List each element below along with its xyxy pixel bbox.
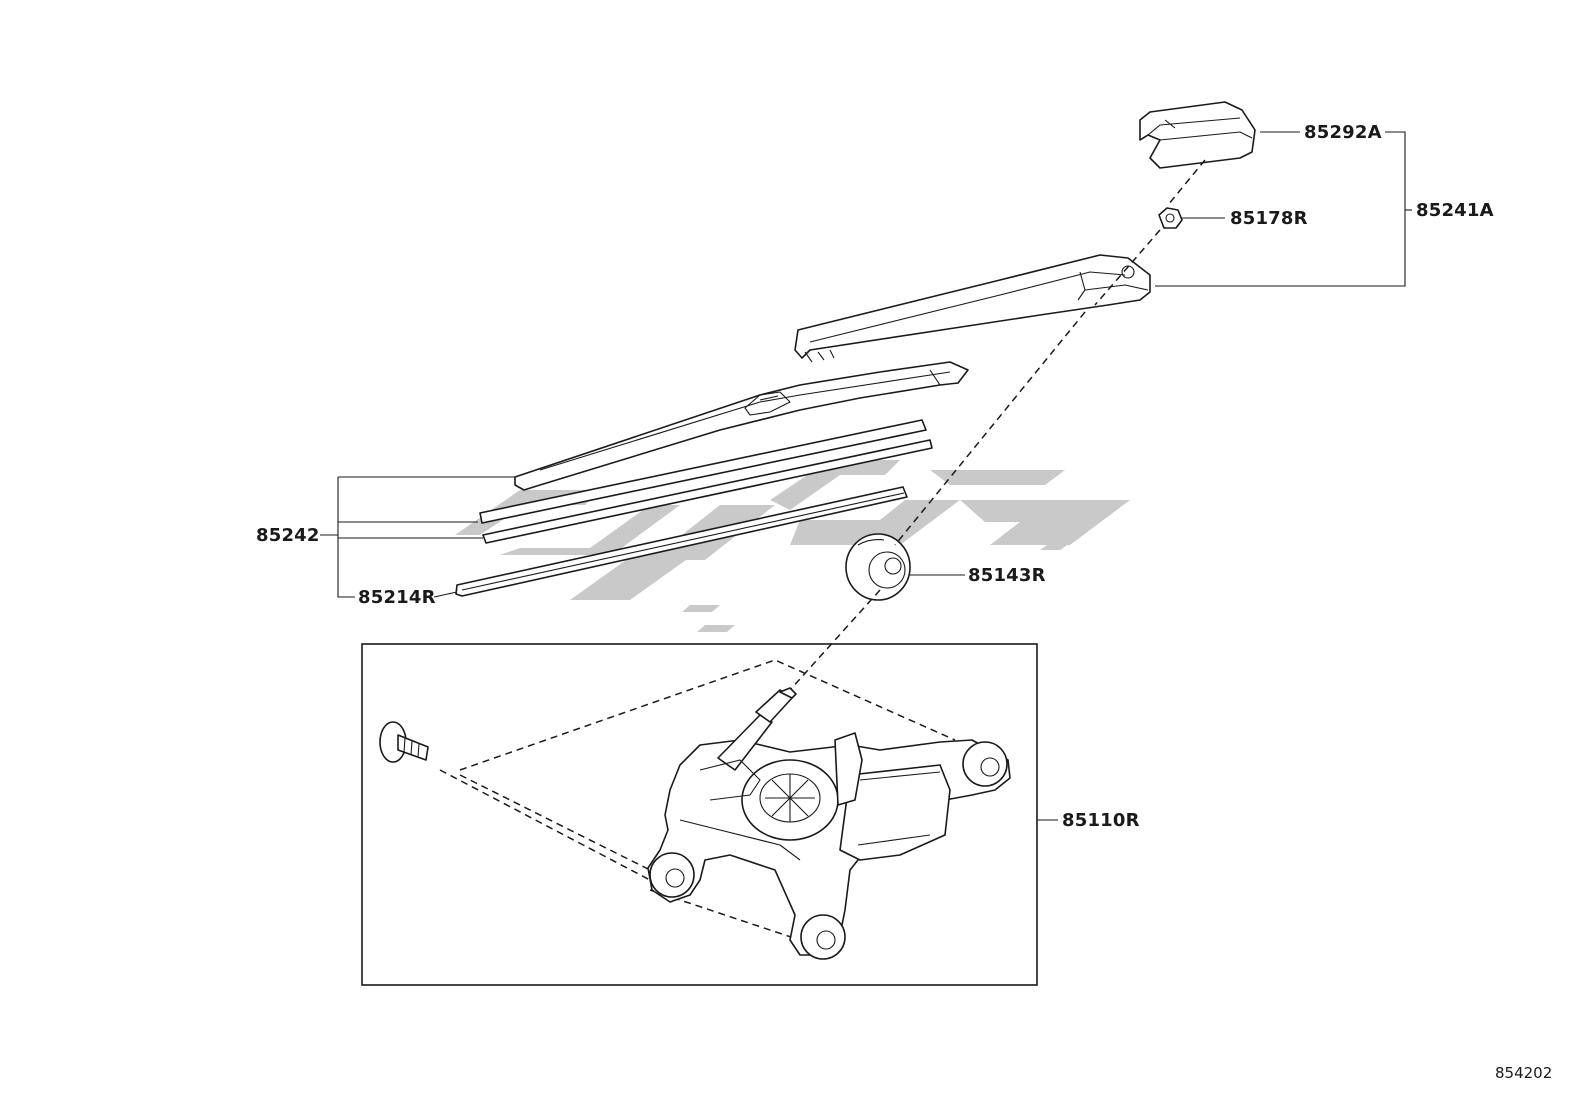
- label-85292A: 85292A: [1304, 122, 1382, 143]
- leader-lines: [320, 131, 1412, 821]
- label-85242: 85242: [256, 525, 320, 546]
- wiper-arm-nut: [1158, 207, 1183, 229]
- wiper-arm: [794, 254, 1151, 363]
- wiper-arm-cap: [1139, 101, 1256, 169]
- wiper-grommet: [845, 533, 911, 601]
- wiper-blade-strips: [479, 419, 933, 544]
- label-85178R: 85178R: [1230, 208, 1308, 229]
- label-85143R: 85143R: [968, 565, 1046, 586]
- figure-number: 854202: [1495, 1064, 1552, 1082]
- label-85241A: 85241A: [1416, 200, 1494, 221]
- motor-assembly-box: [361, 643, 1038, 986]
- wiper-blade: [514, 361, 969, 491]
- label-85110R: 85110R: [1062, 810, 1140, 831]
- wiper-motor: [647, 687, 1011, 960]
- watermark-logo: [455, 460, 1130, 632]
- motor-mount-bolt: [379, 721, 429, 763]
- label-85214R: 85214R: [358, 587, 436, 608]
